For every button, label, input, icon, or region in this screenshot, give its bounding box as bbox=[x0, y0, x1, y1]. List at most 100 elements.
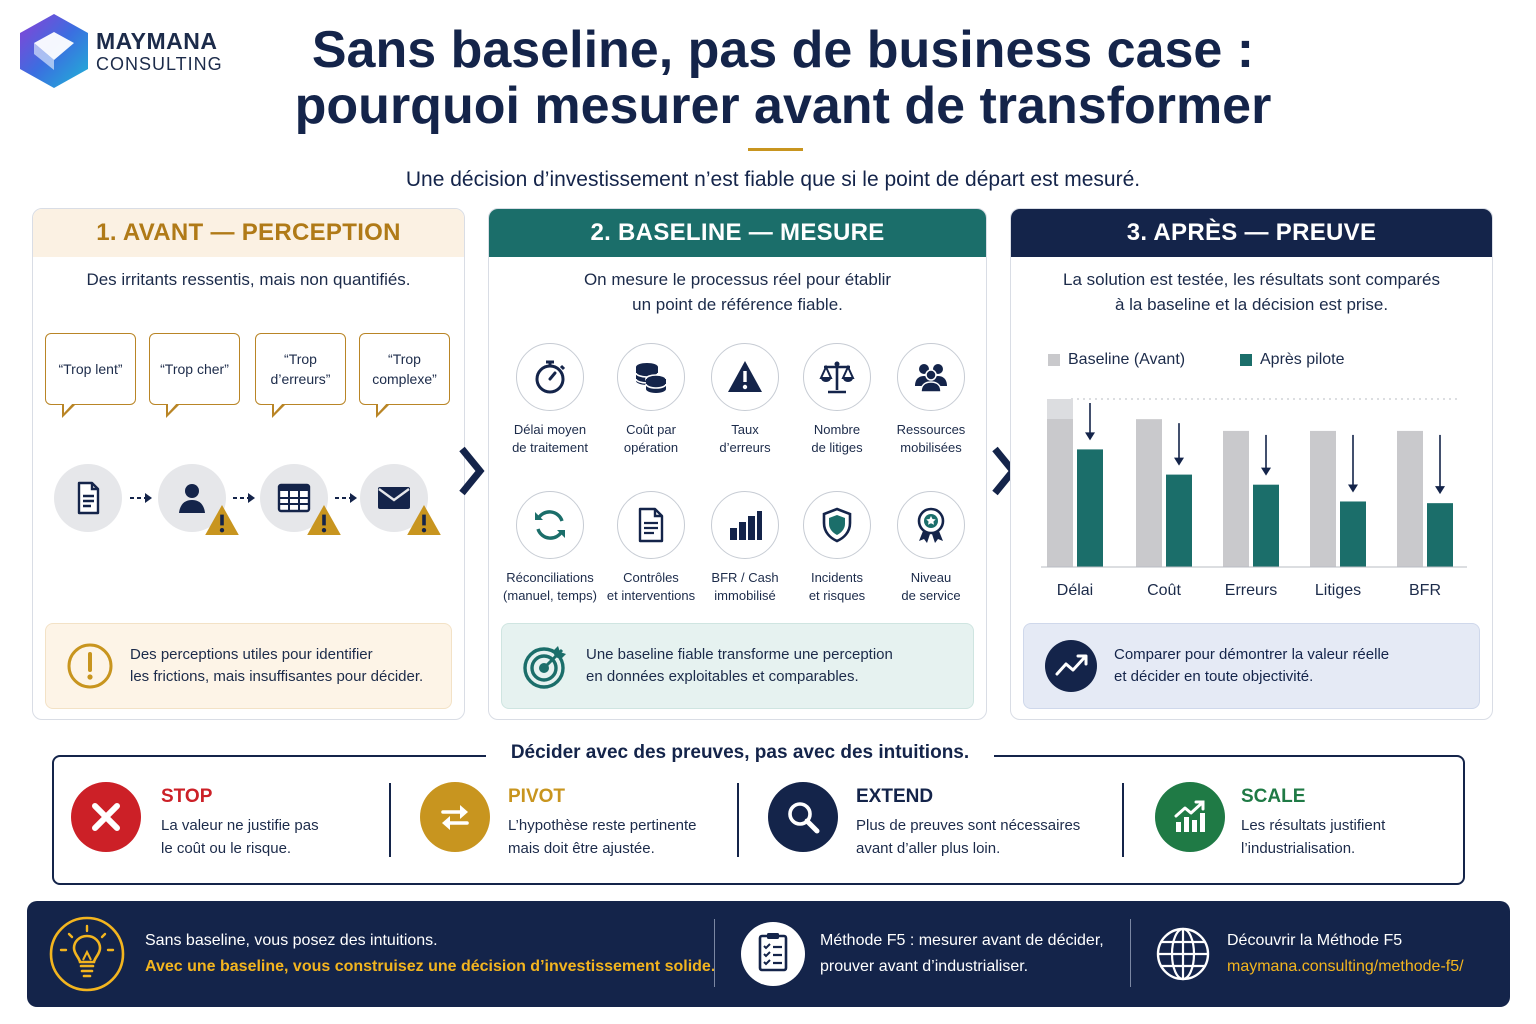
dashed-arrow-icon bbox=[233, 493, 255, 503]
note-line: les frictions, mais insuffisantes pour d… bbox=[130, 668, 424, 685]
desc-line: à la baseline et la décision est prise. bbox=[1114, 295, 1389, 314]
brand-name: MAYMANA bbox=[96, 27, 218, 54]
panel-perception: 1. AVANT — PERCEPTION Des irritants ress… bbox=[32, 208, 465, 720]
bubble-text: “Trop lent” bbox=[58, 361, 123, 377]
decision-name: EXTEND bbox=[856, 786, 934, 807]
bar-after bbox=[1166, 474, 1192, 567]
footer-block-baseline: Sans baseline, vous posez des intuitions… bbox=[49, 901, 715, 1007]
bar-baseline-highlight bbox=[1047, 399, 1073, 419]
metric-item: Délai moyen de traitement bbox=[500, 343, 600, 457]
metric-label: Réconciliations bbox=[506, 570, 594, 585]
x-tick-label: Litiges bbox=[1315, 582, 1361, 599]
bar-after bbox=[1077, 449, 1103, 567]
metric-label: de traitement bbox=[512, 440, 588, 455]
decision-name: SCALE bbox=[1241, 786, 1306, 807]
document-icon bbox=[638, 507, 664, 543]
swap-arrows-icon bbox=[441, 805, 469, 830]
metric-label: opération bbox=[623, 440, 679, 455]
metric-item: Contrôles et interventions bbox=[601, 491, 701, 605]
exclamation-icon bbox=[67, 643, 113, 689]
footer-highlight: Avec une baseline, vous construisez une … bbox=[145, 958, 716, 975]
magnifier-icon bbox=[788, 802, 820, 834]
desc-line: La solution est testée, les résultats so… bbox=[1062, 270, 1441, 289]
note-line: et décider en toute objectivité. bbox=[1114, 668, 1314, 685]
note-line: Des perceptions utiles pour identifier bbox=[130, 646, 373, 663]
decision-desc: Les résultats justifient bbox=[1241, 817, 1386, 834]
decision-desc: L’hypothèse reste pertinente bbox=[508, 817, 697, 834]
panel-proof-desc: La solution est testée, les résultats so… bbox=[1011, 267, 1492, 317]
x-tick-label: Délai bbox=[1057, 582, 1093, 599]
note-line: en données exploitables et comparables. bbox=[586, 668, 859, 685]
footer-block-link: Découvrir la Méthode F5 maymana.consultin… bbox=[1155, 901, 1464, 1007]
panel-baseline-heading: 2. BASELINE — MESURE bbox=[489, 209, 986, 257]
close-icon bbox=[92, 803, 120, 831]
speech-bubble: “Trop d’erreurs” bbox=[255, 333, 346, 418]
panel-proof: 3. APRÈS — PREUVE La solution est testée… bbox=[1010, 208, 1493, 720]
footer-text: Découvrir la Méthode F5 bbox=[1227, 932, 1403, 949]
decrease-arrow-head bbox=[1085, 432, 1095, 441]
metric-label: mobilisées bbox=[900, 440, 962, 455]
metric-label: et interventions bbox=[606, 588, 696, 603]
metric-item: Réconciliations (manuel, temps) bbox=[500, 491, 600, 605]
document-icon bbox=[77, 481, 100, 515]
brand-logo: MAYMANA CONSULTING bbox=[18, 12, 223, 90]
decision-scale: SCALE Les résultats justifient l’industria… bbox=[1155, 782, 1385, 860]
bar-baseline bbox=[1136, 419, 1162, 567]
chevron-right-icon bbox=[459, 446, 485, 496]
speech-bubble: “Trop cher” bbox=[149, 333, 240, 418]
decision-desc: l’industrialisation. bbox=[1241, 840, 1356, 857]
divider bbox=[714, 919, 715, 987]
bubble-text: “Trop cher” bbox=[160, 361, 229, 377]
metric-label: Délai moyen bbox=[513, 422, 587, 437]
refresh-icon bbox=[535, 510, 565, 540]
decrease-arrow-head bbox=[1261, 467, 1271, 476]
metric-label: Contrôles bbox=[623, 570, 679, 585]
panel-perception-desc: Des irritants ressentis, mais non quanti… bbox=[86, 270, 411, 289]
growth-chart-icon bbox=[1174, 800, 1205, 832]
metric-label: Nombre bbox=[813, 422, 861, 437]
clipboard-checklist-icon bbox=[741, 922, 805, 986]
bubble-text: “Trop d’erreurs” bbox=[270, 351, 331, 387]
footer-text: prouver avant d’industrialiser. bbox=[820, 958, 1029, 975]
metric-label: d’erreurs bbox=[719, 440, 771, 455]
note-line: Comparer pour démontrer la valeur réelle bbox=[1114, 646, 1390, 663]
decision-name: STOP bbox=[161, 786, 213, 807]
flow-step-person bbox=[158, 464, 239, 535]
title-underline bbox=[748, 148, 803, 151]
footer-text: Sans baseline, vous posez des intuitions… bbox=[145, 932, 438, 949]
lightbulb-icon bbox=[49, 916, 125, 992]
dashed-arrow-icon bbox=[335, 493, 357, 503]
panel-baseline: 2. BASELINE — MESURE On mesure le proces… bbox=[488, 208, 987, 720]
panel-baseline-note: Une baseline fiable transforme une perce… bbox=[501, 623, 974, 709]
method-f5-link[interactable]: maymana.consulting/methode-f5/ bbox=[1227, 958, 1464, 975]
people-icon bbox=[915, 364, 947, 393]
decision-desc: Plus de preuves sont nécessaires bbox=[856, 817, 1081, 834]
panel-proof-note: Comparer pour démontrer la valeur réelle… bbox=[1023, 623, 1480, 709]
legend-label: Après pilote bbox=[1260, 351, 1345, 368]
legend-swatch bbox=[1048, 354, 1060, 366]
legend-item-pilot: Après pilote bbox=[1240, 351, 1345, 369]
metric-label: Incidents bbox=[810, 570, 864, 585]
desc-line: un point de référence fiable. bbox=[632, 295, 843, 314]
person-icon bbox=[179, 484, 205, 513]
decrease-arrow-head bbox=[1174, 457, 1184, 466]
flow-step-email bbox=[360, 464, 441, 535]
title-line-2: pourquoi mesurer avant de transformer bbox=[294, 77, 1272, 135]
decrease-arrow-head bbox=[1435, 486, 1445, 495]
decrease-arrow-head bbox=[1348, 484, 1358, 493]
bubble-text: “Trop complexe” bbox=[372, 351, 437, 387]
note-line: Une baseline fiable transforme une perce… bbox=[586, 646, 893, 663]
divider bbox=[1122, 783, 1124, 857]
legend-swatch bbox=[1240, 354, 1252, 366]
decision-desc: mais doit être ajustée. bbox=[508, 840, 655, 857]
bar-chart-icon bbox=[730, 511, 762, 540]
metric-label: (manuel, temps) bbox=[503, 588, 597, 603]
